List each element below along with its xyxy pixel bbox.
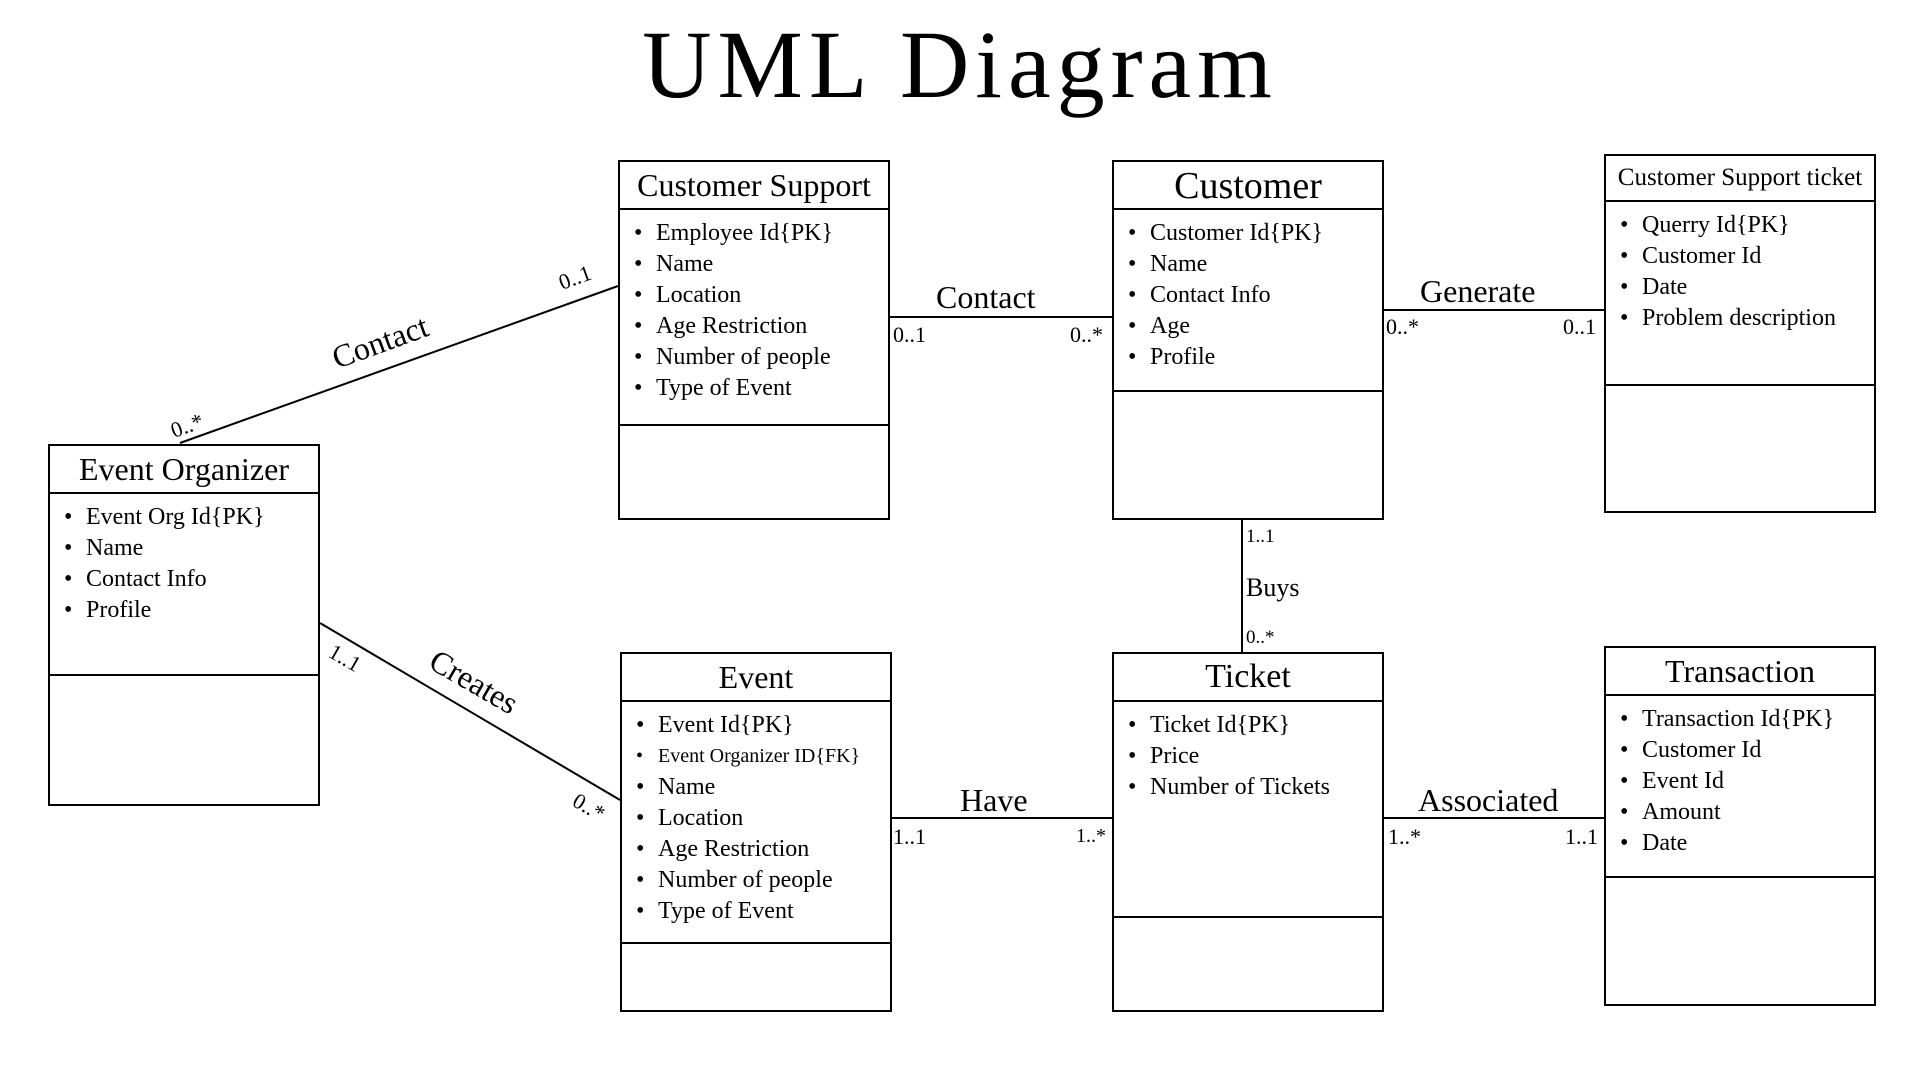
mult-event-ticket-from: 1..1: [893, 824, 926, 849]
attribute-item: Number of Tickets: [1128, 772, 1382, 803]
class-name: Customer: [1114, 162, 1382, 210]
attribute-item: Profile: [64, 595, 318, 626]
mult-customer-supportticket-to: 0..1: [1563, 314, 1596, 339]
attribute-item: Name: [636, 772, 890, 803]
class-event: Event Event Id{PK} Event Organizer ID{FK…: [620, 652, 892, 1012]
class-name: Event: [622, 654, 890, 702]
attribute-item: Customer Id: [1620, 735, 1874, 766]
class-attributes: Event Org Id{PK} Name Contact Info Profi…: [50, 494, 318, 676]
attribute-item: Name: [634, 249, 888, 280]
class-name: Transaction: [1606, 648, 1874, 696]
mult-support-customer-to: 0..*: [1070, 322, 1103, 347]
attribute-item: Type of Event: [634, 373, 888, 404]
attribute-item: Event Id: [1620, 766, 1874, 797]
mult-org-support-from: 0..*: [167, 408, 207, 443]
label-support-customer: Contact: [936, 279, 1036, 315]
class-customer-support-ticket: Customer Support ticket Querry Id{PK} Cu…: [1604, 154, 1876, 513]
label-org-support: Contact: [327, 308, 433, 376]
class-transaction: Transaction Transaction Id{PK} Customer …: [1604, 646, 1876, 1006]
mult-ticket-transaction-to: 1..1: [1565, 824, 1598, 849]
attribute-item: Date: [1620, 272, 1874, 303]
class-event-organizer: Event Organizer Event Org Id{PK} Name Co…: [48, 444, 320, 806]
class-customer: Customer Customer Id{PK} Name Contact In…: [1112, 160, 1384, 520]
attribute-item: Location: [636, 803, 890, 834]
attribute-item: Contact Info: [1128, 280, 1382, 311]
attribute-item: Number of people: [636, 865, 890, 896]
mult-ticket-transaction-from: 1..*: [1388, 824, 1421, 849]
line-org-event: [319, 622, 621, 801]
label-customer-supportticket: Generate: [1420, 273, 1535, 309]
attribute-item: Problem description: [1620, 303, 1874, 334]
attribute-item: Age Restriction: [634, 311, 888, 342]
mult-event-ticket-to: 1..*: [1076, 825, 1106, 847]
class-name: Event Organizer: [50, 446, 318, 494]
attribute-item: Date: [1620, 828, 1874, 859]
attribute-item: Price: [1128, 741, 1382, 772]
mult-support-customer-from: 0..1: [893, 322, 926, 347]
attribute-item: Event Org Id{PK}: [64, 502, 318, 533]
attribute-item: Profile: [1128, 342, 1382, 373]
mult-org-support-to: 0..1: [555, 260, 595, 295]
attribute-item: Age Restriction: [636, 834, 890, 865]
attribute-item: Amount: [1620, 797, 1874, 828]
attribute-item: Number of people: [634, 342, 888, 373]
attribute-item: Name: [1128, 249, 1382, 280]
attribute-item: Employee Id{PK}: [634, 218, 888, 249]
class-attributes: Employee Id{PK} Name Location Age Restri…: [620, 210, 888, 426]
class-attributes: Querry Id{PK} Customer Id Date Problem d…: [1606, 202, 1874, 386]
attribute-item: Ticket Id{PK}: [1128, 710, 1382, 741]
mult-org-event-to: 0..*: [569, 788, 610, 826]
attribute-item: Querry Id{PK}: [1620, 210, 1874, 241]
attribute-item: Customer Id{PK}: [1128, 218, 1382, 249]
mult-org-event-from: 1..1: [325, 639, 366, 677]
attribute-item: Customer Id: [1620, 241, 1874, 272]
class-customer-support: Customer Support Employee Id{PK} Name Lo…: [618, 160, 890, 520]
class-name: Customer Support ticket: [1606, 156, 1874, 202]
attribute-item: Name: [64, 533, 318, 564]
mult-customer-ticket-from: 1..1: [1246, 526, 1275, 547]
class-ticket: Ticket Ticket Id{PK} Price Number of Tic…: [1112, 652, 1384, 1012]
line-org-support: [179, 285, 619, 444]
label-ticket-transaction: Associated: [1418, 782, 1558, 818]
class-attributes: Customer Id{PK} Name Contact Info Age Pr…: [1114, 210, 1382, 392]
class-name: Customer Support: [620, 162, 888, 210]
attribute-item: Event Organizer ID{FK}: [636, 741, 890, 772]
class-attributes: Transaction Id{PK} Customer Id Event Id …: [1606, 696, 1874, 878]
attribute-item: Age: [1128, 311, 1382, 342]
label-customer-ticket: Buys: [1246, 573, 1299, 602]
mult-customer-ticket-to: 0..*: [1246, 627, 1275, 648]
attribute-item: Event Id{PK}: [636, 710, 890, 741]
label-event-ticket: Have: [960, 782, 1028, 818]
label-org-event: Creates: [424, 642, 525, 721]
class-attributes: Ticket Id{PK} Price Number of Tickets: [1114, 702, 1382, 918]
attribute-item: Transaction Id{PK}: [1620, 704, 1874, 735]
attribute-item: Contact Info: [64, 564, 318, 595]
attribute-item: Type of Event: [636, 896, 890, 927]
attribute-item: Location: [634, 280, 888, 311]
class-name: Ticket: [1114, 654, 1382, 702]
diagram-title: UML Diagram: [642, 11, 1278, 118]
class-attributes: Event Id{PK} Event Organizer ID{FK} Name…: [622, 702, 890, 944]
mult-customer-supportticket-from: 0..*: [1386, 314, 1419, 339]
